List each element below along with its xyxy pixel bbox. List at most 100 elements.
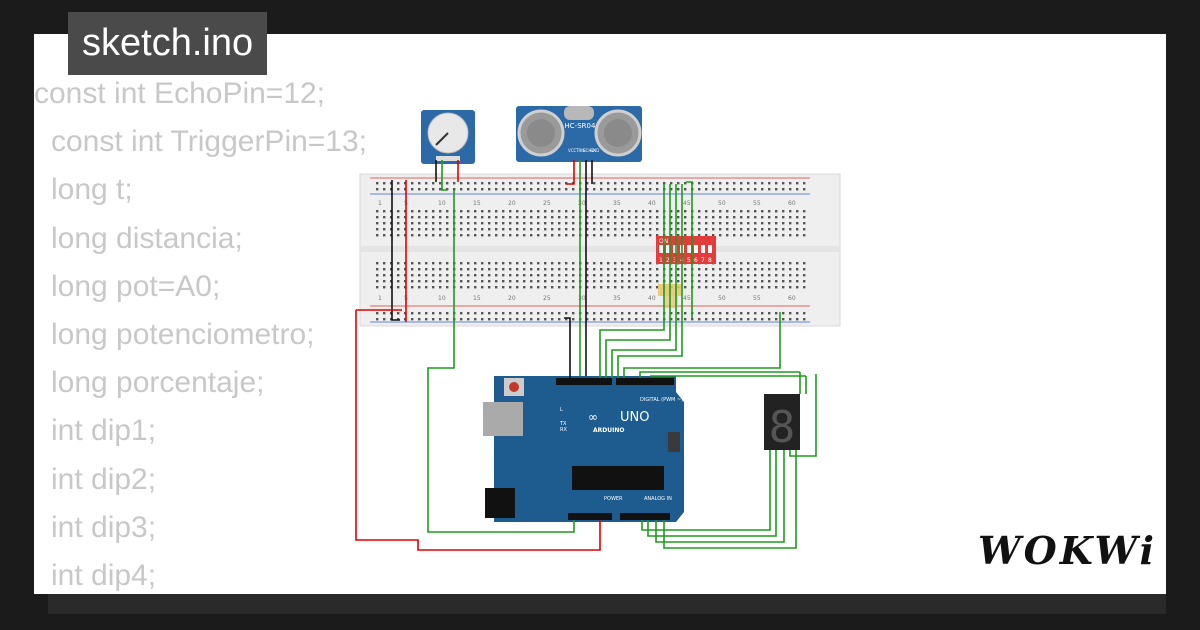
breadboard-hole (733, 318, 736, 321)
file-tab[interactable]: sketch.ino (68, 12, 268, 75)
breadboard-hole (684, 222, 687, 225)
breadboard-hole (474, 210, 477, 213)
ultrasonic-sensor[interactable]: HC-SR04 VCC TRIG ECHO GND (516, 106, 642, 162)
breadboard-hole (761, 210, 764, 213)
breadboard-hole (509, 222, 512, 225)
breadboard-hole (530, 268, 533, 271)
breadboard-hole (544, 228, 547, 231)
breadboard-hole (481, 228, 484, 231)
breadboard-hole (684, 312, 687, 315)
breadboard-hole (425, 318, 428, 321)
breadboard-hole (656, 188, 659, 191)
breadboard-hole (642, 318, 645, 321)
breadboard-hole (460, 312, 463, 315)
breadboard-hole (677, 268, 680, 271)
breadboard-hole (719, 182, 722, 185)
breadboard-hole (607, 228, 610, 231)
breadboard-hole (425, 312, 428, 315)
breadboard-hole (754, 268, 757, 271)
breadboard-hole (572, 216, 575, 219)
breadboard-hole (488, 262, 491, 265)
breadboard-hole (432, 280, 435, 283)
breadboard-hole (383, 234, 386, 237)
breadboard-hole (600, 228, 603, 231)
breadboard-hole (376, 210, 379, 213)
breadboard-hole (467, 274, 470, 277)
breadboard-hole (789, 188, 792, 191)
breadboard-hole (467, 318, 470, 321)
breadboard-hole (523, 222, 526, 225)
breadboard-hole (558, 216, 561, 219)
breadboard-hole (782, 268, 785, 271)
breadboard-hole (558, 262, 561, 265)
breadboard-hole (621, 228, 624, 231)
breadboard-hole (614, 216, 617, 219)
breadboard-hole (418, 182, 421, 185)
breadboard-hole (775, 268, 778, 271)
breadboard-hole (432, 286, 435, 289)
wires (355, 160, 817, 551)
breadboard-hole (614, 262, 617, 265)
breadboard-hole (656, 268, 659, 271)
breadboard-hole (635, 318, 638, 321)
breadboard-hole (383, 312, 386, 315)
breadboard-hole (803, 280, 806, 283)
breadboard-hole (544, 268, 547, 271)
breadboard-hole (537, 188, 540, 191)
breadboard-hole (621, 234, 624, 237)
breadboard-hole (747, 280, 750, 283)
breadboard-hole (474, 262, 477, 265)
breadboard-hole (495, 268, 498, 271)
svg-text:45: 45 (683, 200, 691, 207)
breadboard-hole (432, 222, 435, 225)
breadboard-hole (768, 280, 771, 283)
breadboard-hole (649, 216, 652, 219)
breadboard-hole (544, 234, 547, 237)
breadboard-hole (670, 228, 673, 231)
breadboard-hole (446, 210, 449, 213)
breadboard-hole (670, 216, 673, 219)
breadboard-hole (628, 222, 631, 225)
breadboard-hole (796, 262, 799, 265)
breadboard-hole (558, 318, 561, 321)
breadboard-hole (558, 268, 561, 271)
breadboard-hole (593, 182, 596, 185)
breadboard-hole (439, 286, 442, 289)
breadboard-hole (740, 234, 743, 237)
breadboard-hole (488, 274, 491, 277)
breadboard-hole (726, 286, 729, 289)
breadboard-hole (635, 262, 638, 265)
breadboard-hole (418, 312, 421, 315)
breadboard-hole (607, 234, 610, 237)
breadboard-hole (523, 228, 526, 231)
breadboard-hole (803, 286, 806, 289)
breadboard-hole (796, 268, 799, 271)
breadboard-hole (425, 182, 428, 185)
breadboard-hole (628, 234, 631, 237)
potentiometer[interactable] (421, 110, 475, 164)
breadboard-hole (621, 182, 624, 185)
breadboard-hole (495, 210, 498, 213)
breadboard-hole (642, 262, 645, 265)
breadboard-hole (789, 222, 792, 225)
breadboard-hole (740, 182, 743, 185)
breadboard[interactable]: 1 5 10 15 20 25 30 35 40 45 50 55 60 1 5… (359, 173, 841, 327)
breadboard-hole (425, 222, 428, 225)
breadboard-hole (642, 188, 645, 191)
breadboard-hole (775, 280, 778, 283)
breadboard-hole (705, 312, 708, 315)
breadboard-hole (635, 274, 638, 277)
breadboard-hole (376, 318, 379, 321)
breadboard-hole (719, 268, 722, 271)
breadboard-hole (614, 234, 617, 237)
breadboard-hole (726, 268, 729, 271)
breadboard-hole (509, 268, 512, 271)
breadboard-hole (705, 286, 708, 289)
breadboard-hole (439, 274, 442, 277)
breadboard-hole (411, 262, 414, 265)
dip-toggle (666, 245, 670, 253)
breadboard-hole (439, 280, 442, 283)
arduino-uno[interactable]: DIGITAL (PWM ~) ARDUINO UNO ANALOG IN PO… (483, 376, 698, 522)
seven-segment-display[interactable]: 8 (764, 394, 800, 453)
dip-switch[interactable]: ON 1 2 3 4 5 6 7 8 (656, 236, 716, 264)
